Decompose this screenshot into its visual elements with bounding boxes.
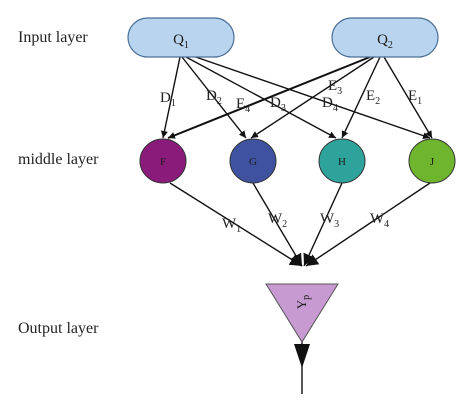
label-d4: D4 xyxy=(322,95,338,114)
output-node: Yp xyxy=(265,283,339,343)
input-edges xyxy=(161,54,433,140)
label-e2: E2 xyxy=(366,88,380,107)
node-f-label: F xyxy=(160,156,166,168)
label-w1: W1 xyxy=(222,216,241,235)
edge-f-y xyxy=(169,182,303,267)
node-h: H xyxy=(318,138,366,184)
node-j-label: J xyxy=(430,156,435,168)
label-w3: W3 xyxy=(320,211,339,230)
label-w2: W2 xyxy=(268,211,287,230)
middle-layer-label: middle layer xyxy=(18,151,99,168)
edge-q1-h xyxy=(185,56,337,139)
label-d2: D2 xyxy=(206,88,222,107)
output-edges xyxy=(169,182,431,267)
edge-h-y xyxy=(303,182,343,267)
node-j: J xyxy=(408,138,456,184)
label-w4: W4 xyxy=(370,211,389,230)
label-e1: E1 xyxy=(408,88,422,107)
edge-q2-g xyxy=(250,56,375,139)
node-h-label: H xyxy=(338,156,346,168)
label-d3: D3 xyxy=(270,95,286,114)
edge-g-y xyxy=(252,182,303,267)
output-layer-label: Output layer xyxy=(18,320,99,337)
node-g: G xyxy=(229,138,277,184)
edge-labels: D1 D2 D3 D4 E1 E2 E3 E4 W1 W2 W3 W4 xyxy=(160,78,422,235)
edge-q1-f xyxy=(161,56,181,139)
label-e4: E4 xyxy=(236,96,250,115)
input-layer-label: Input layer xyxy=(18,29,88,46)
edge-q1-g xyxy=(181,56,247,139)
label-e3: E3 xyxy=(328,78,342,97)
edge-q2-f xyxy=(167,56,371,139)
label-d1: D1 xyxy=(160,90,176,109)
edge-j-y xyxy=(305,182,431,267)
edge-q1-j xyxy=(189,54,431,140)
node-g-label: G xyxy=(249,156,257,168)
q2-node: Q2 xyxy=(331,17,439,58)
edge-q2-j xyxy=(383,56,433,139)
edge-q2-h xyxy=(341,56,381,139)
node-f: F xyxy=(139,138,187,184)
q1-node: Q1 xyxy=(127,17,235,58)
q2-label: Q2 xyxy=(377,32,393,51)
q1-label: Q1 xyxy=(173,32,189,51)
output-node-label: Yp xyxy=(294,295,312,309)
output-arrowhead xyxy=(294,344,310,368)
